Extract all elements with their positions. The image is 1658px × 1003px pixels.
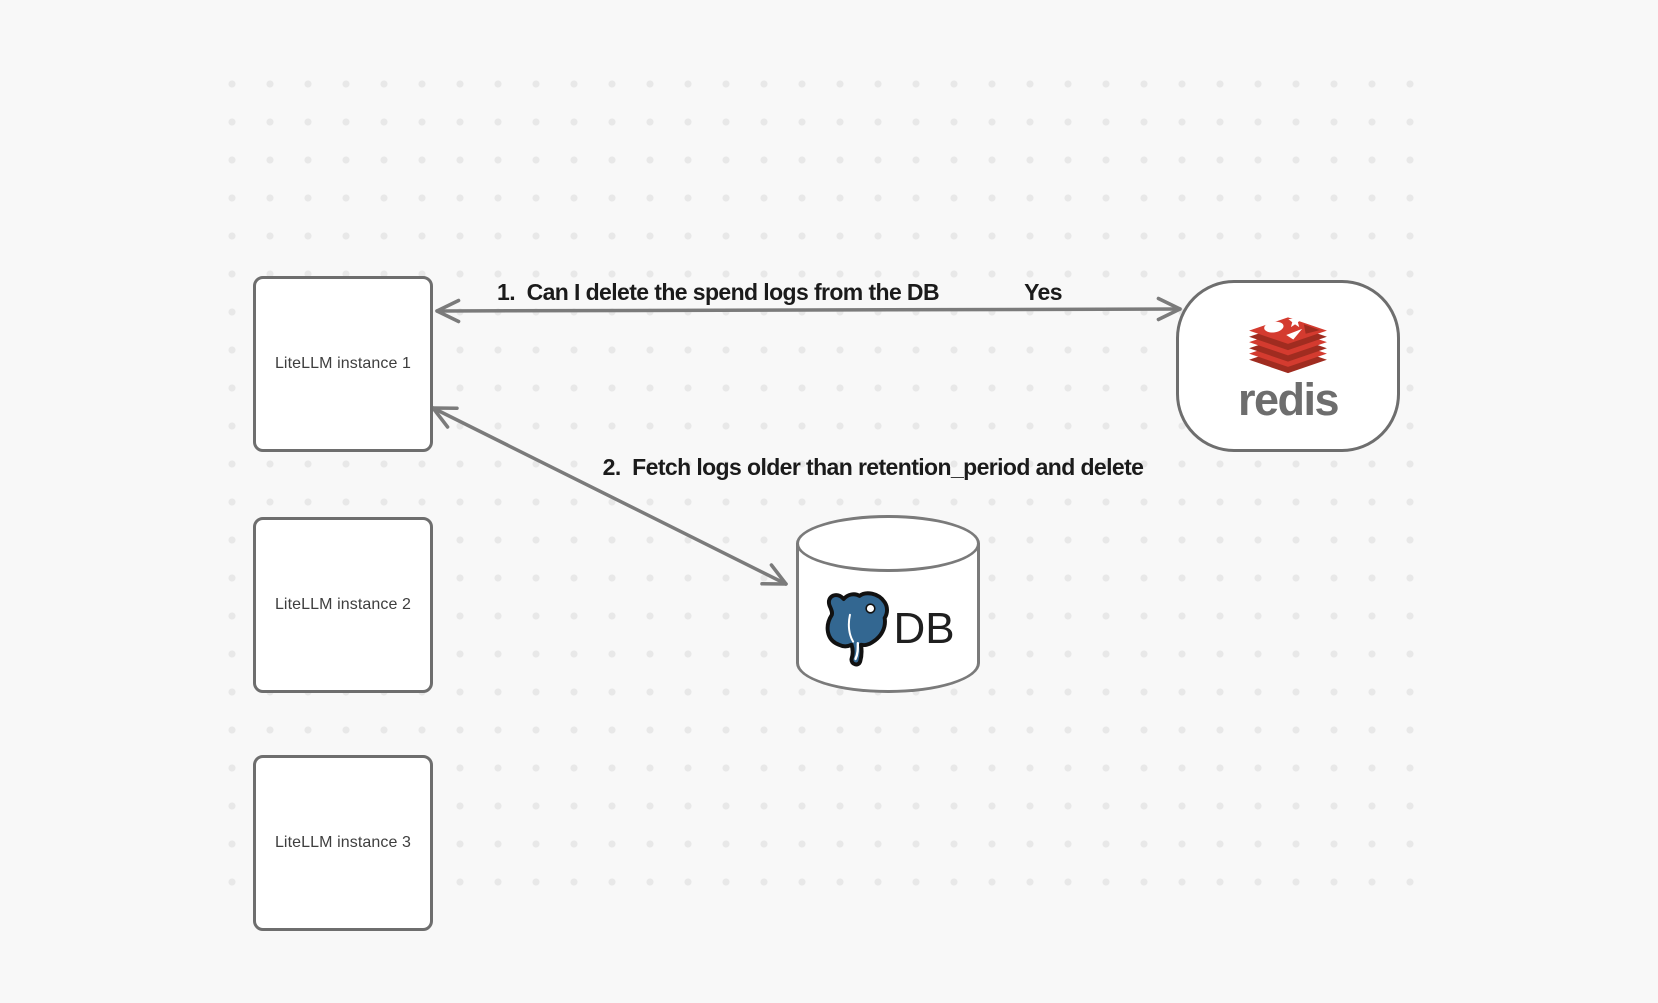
db-label: DB [893, 604, 955, 653]
edge-1-response-label: Yes [1024, 279, 1062, 305]
node-litellm-instance-3[interactable]: LiteLLM instance 3 [253, 755, 433, 931]
postgresql-logo-icon [826, 591, 890, 667]
node-label: LiteLLM instance 1 [274, 355, 412, 372]
node-label: LiteLLM instance 2 [274, 596, 412, 613]
node-database[interactable]: DB [796, 515, 980, 693]
node-label: LiteLLM instance 3 [274, 834, 412, 851]
redis-wordmark: redis [1237, 374, 1340, 425]
node-redis[interactable]: redis [1176, 280, 1400, 452]
redis-logo-icon [1249, 314, 1327, 374]
node-litellm-instance-1[interactable]: LiteLLM instance 1 [253, 276, 433, 452]
database-cylinder-top [796, 515, 980, 572]
database-cylinder-body [796, 543, 980, 693]
node-litellm-instance-2[interactable]: LiteLLM instance 2 [253, 517, 433, 693]
edge-2-label: 2. Fetch logs older than retention_perio… [602, 454, 1144, 480]
edge-1-label: 1. Can I delete the spend logs from the … [497, 279, 940, 305]
